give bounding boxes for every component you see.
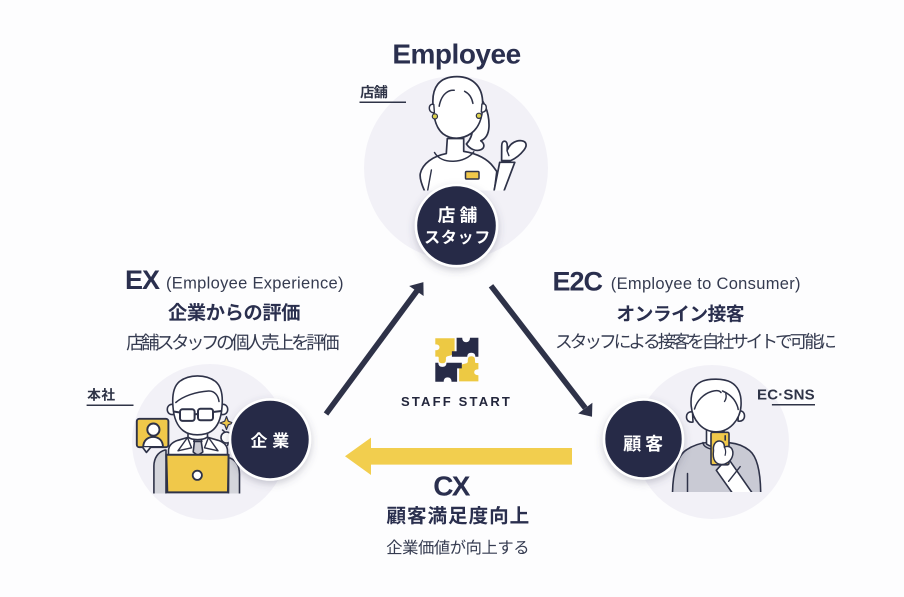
svg-text:E2C: E2C bbox=[553, 266, 603, 296]
svg-text:Employee: Employee bbox=[392, 39, 520, 70]
svg-text:CX: CX bbox=[433, 470, 470, 501]
svg-text:EC·SNS: EC·SNS bbox=[757, 386, 815, 403]
svg-text:STAFF START: STAFF START bbox=[401, 394, 512, 409]
svg-text:(Employee to Consumer): (Employee to Consumer) bbox=[611, 275, 801, 293]
svg-text:(Employee Experience): (Employee Experience) bbox=[166, 275, 344, 293]
svg-text:EX: EX bbox=[125, 265, 160, 295]
